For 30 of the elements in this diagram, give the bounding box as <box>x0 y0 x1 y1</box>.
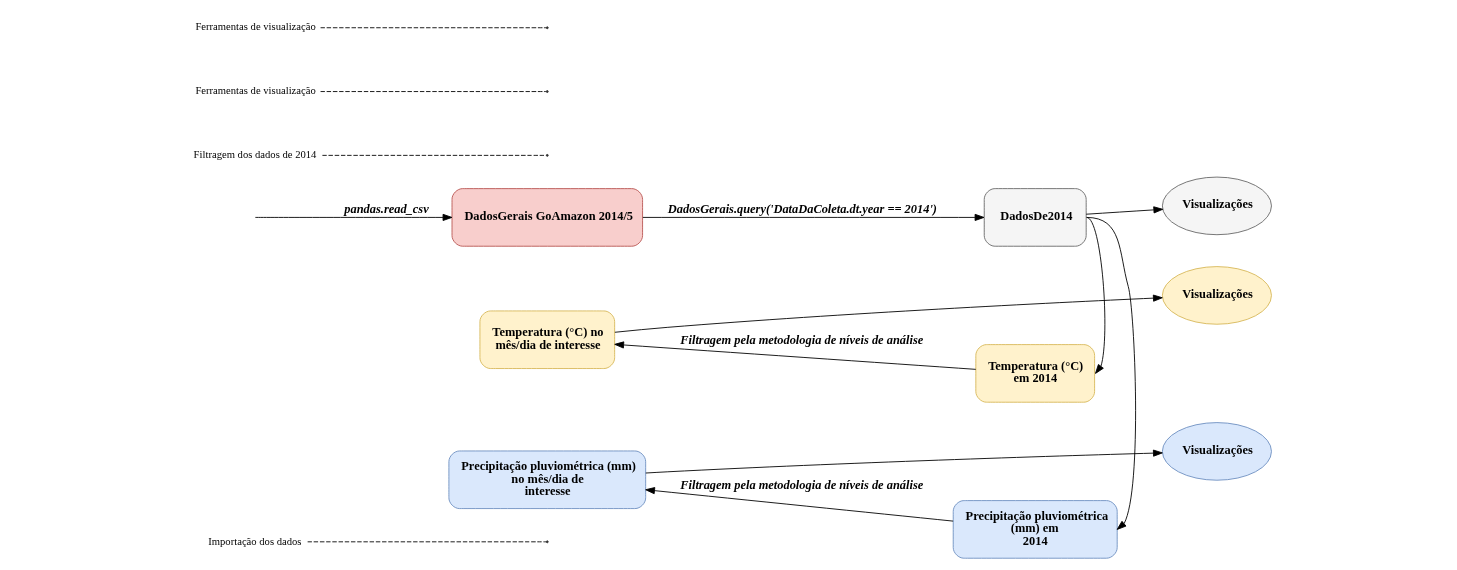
connector <box>321 154 547 156</box>
arrow <box>644 487 954 522</box>
edge-label: Filtragem pela metodologia de níveis de análise <box>679 333 923 348</box>
arrow <box>254 213 452 221</box>
node-box: Temperatura (°C) em 2014 <box>974 344 1095 403</box>
node-box: DadosDe2014 <box>983 188 1087 247</box>
edge-label: Filtragem pela metodologia de níveis de análise <box>679 477 923 492</box>
edge-label: DadosGerais.query('DataDaColeta.dt.year == 2014') <box>667 202 937 217</box>
arrow <box>644 449 1163 474</box>
connector <box>306 541 547 543</box>
node-box: DadosGerais GoAmazon 2014/5 <box>451 188 643 247</box>
node-ellipse: Visualizações <box>1161 266 1272 325</box>
connector <box>319 91 547 92</box>
node-box: Temperatura (°C) no mês/dia de interesse <box>478 310 615 369</box>
node-box: Precipitação pluviométrica (mm) no mês/dia de interesse <box>447 450 646 510</box>
connector <box>319 27 547 29</box>
arrow <box>1085 206 1163 215</box>
node-text: Importação dos dados <box>207 535 302 547</box>
arrow <box>641 213 984 221</box>
node-text: Ferramentas de visualização <box>194 21 316 33</box>
arrow <box>1085 216 1105 374</box>
arrow <box>613 294 1163 333</box>
node-ellipse: Visualizações <box>1161 176 1272 236</box>
node-box: Precipitação pluviométrica (mm) em 2014 <box>952 500 1118 559</box>
edge-label: pandas.read_csv <box>343 202 429 217</box>
node-text: Filtragem dos dados de 2014 <box>193 149 316 161</box>
arrow <box>613 341 976 370</box>
node-ellipse: Visualizações <box>1161 422 1272 481</box>
arrow <box>1085 216 1136 530</box>
node-text: Ferramentas de visualização <box>194 85 316 97</box>
